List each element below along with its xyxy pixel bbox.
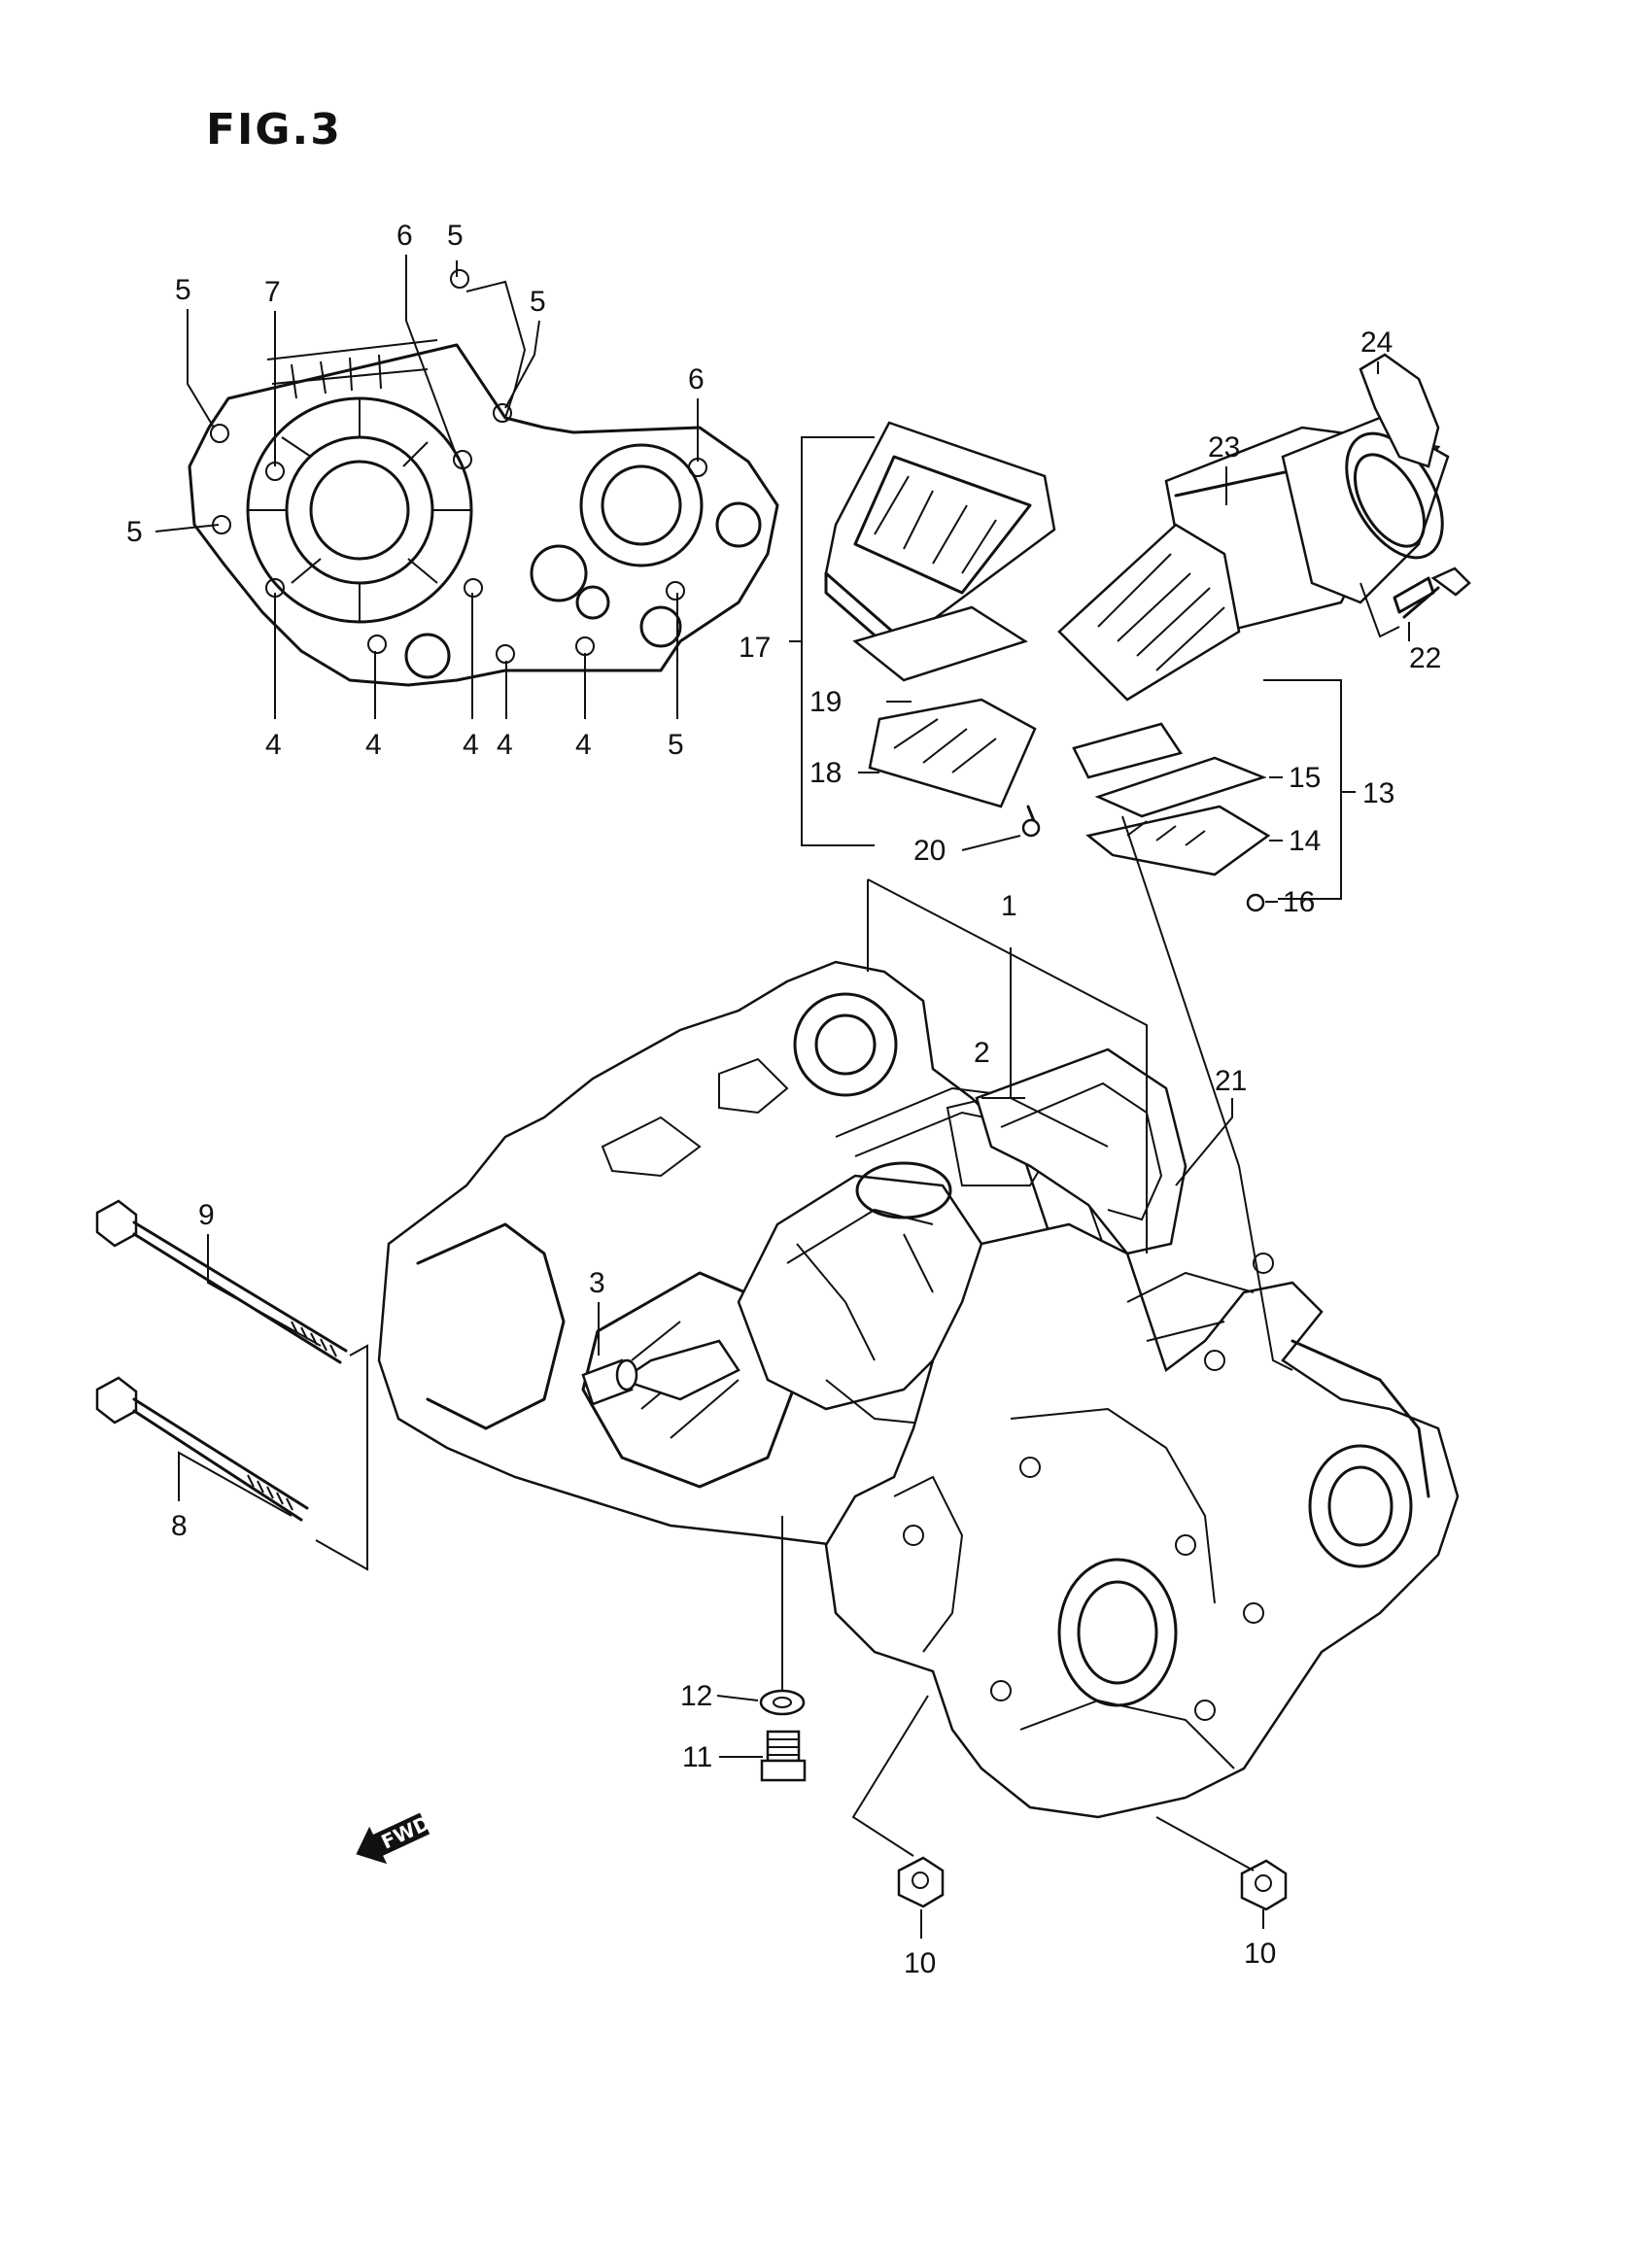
callout-24: 24 [1360,326,1393,359]
drain-plug-11 [760,1730,807,1782]
bracket-8-9 [315,1344,368,1571]
nut-10-right [1240,1859,1288,1911]
callout-5: 5 [668,729,684,761]
callout-4: 4 [365,729,382,761]
callout-4: 4 [265,729,282,761]
callout-5: 5 [447,220,464,252]
callout-5: 5 [530,286,546,318]
callout-10: 10 [904,1947,936,1979]
callout-9: 9 [198,1199,215,1231]
crankcase-gasket [188,269,779,687]
callout-22: 22 [1409,642,1441,674]
callout-5: 5 [175,274,191,306]
bracket-17 [789,436,875,846]
callout-4: 4 [497,729,513,761]
forward-direction-marker: FWD [356,1811,434,1865]
callout-21: 21 [1215,1065,1247,1097]
callout-4: 4 [463,729,479,761]
bolt-8 [95,1376,309,1522]
callout-8: 8 [171,1510,188,1542]
bolt-9 [95,1199,348,1364]
callout-17: 17 [739,632,771,664]
figure-title: FIG.3 [206,105,342,155]
callout-13: 13 [1362,777,1394,809]
callout-12: 12 [680,1680,712,1712]
reed-valve-assembly-right [1057,353,1450,912]
callout-labels: 5 7 6 5 5 6 5 4 4 4 4 4 5 17 19 18 20 24… [126,220,1441,1979]
callout-2: 2 [974,1037,990,1069]
bracket-13 [1263,679,1356,900]
callout-18: 18 [809,757,842,789]
leader-lines [155,255,1410,1939]
fwd-label: FWD [378,1811,434,1854]
callout-7: 7 [264,276,281,308]
callout-11: 11 [682,1741,712,1773]
washer-12 [759,1689,806,1716]
callout-5: 5 [126,516,143,548]
reed-valve-assembly-left [824,421,1056,838]
callout-6: 6 [396,220,413,252]
callout-6: 6 [688,363,705,395]
callout-15: 15 [1289,762,1321,794]
callout-3: 3 [589,1267,605,1299]
callout-16: 16 [1283,886,1315,918]
callout-19: 19 [809,686,842,718]
callout-4: 4 [575,729,592,761]
callout-10: 10 [1244,1938,1276,1970]
callout-20: 20 [913,835,946,867]
callout-1: 1 [1001,890,1017,922]
callout-14: 14 [1289,825,1321,857]
bolt-22 [1402,567,1471,619]
callout-23: 23 [1208,431,1240,464]
crankcase-halves [377,960,1460,1819]
nut-10-left [897,1856,945,1908]
